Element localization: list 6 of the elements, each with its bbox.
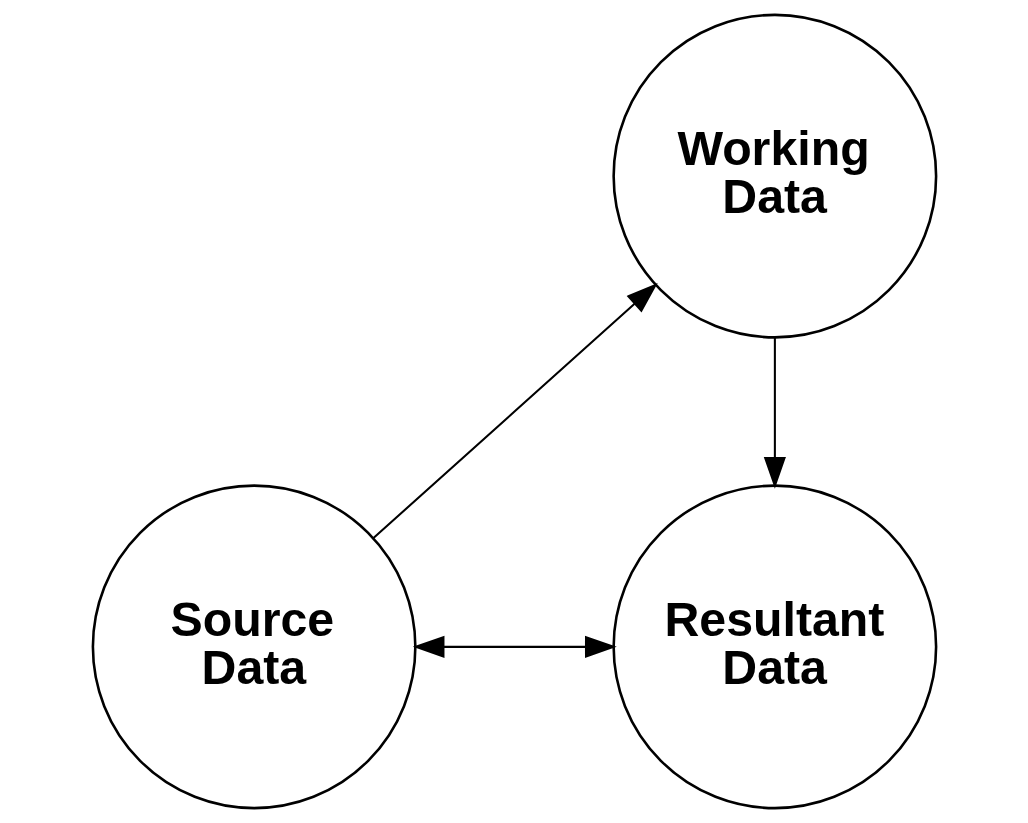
arrow: [412, 635, 617, 658]
node-circle: Source Data: [91, 484, 417, 810]
arrow: [763, 337, 786, 489]
arrow: [372, 282, 658, 539]
node-circle: Working Data: [611, 13, 937, 339]
node-circle: Resultant Data: [611, 484, 937, 810]
